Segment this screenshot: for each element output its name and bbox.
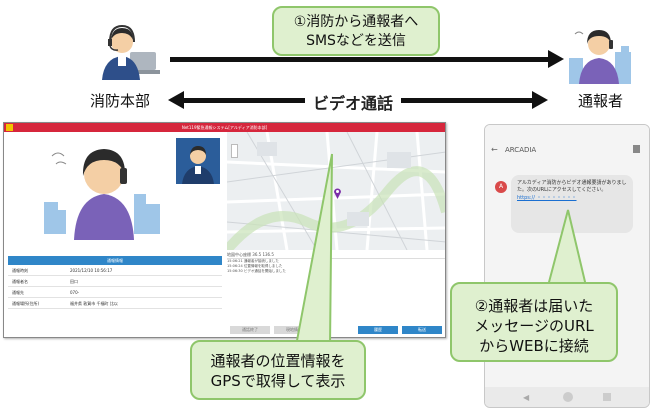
caller-figure	[565, 18, 635, 86]
app-logo	[6, 124, 13, 131]
row-value: 070-	[70, 290, 80, 295]
sms-line2: SMSなどを送信	[306, 33, 406, 49]
row-value: 2021/12/10 10:56:17	[70, 268, 113, 273]
url-callout-pointer	[546, 209, 588, 287]
location-value: 36.5 136.5	[252, 252, 274, 257]
nav-recent-icon[interactable]	[603, 393, 611, 401]
location-title: 地図中心座標	[227, 252, 251, 257]
url-line1: ②通報者は届いた	[474, 297, 594, 315]
map-view[interactable]	[223, 131, 445, 254]
trash-icon[interactable]	[633, 145, 640, 153]
operator-thumbnail	[176, 138, 220, 184]
row-value: 田口	[70, 279, 78, 284]
history-button[interactable]: 履歴	[358, 326, 398, 334]
row-key: 通報者名	[12, 279, 28, 284]
gps-callout: 通報者の位置情報を GPSで取得して表示	[190, 340, 366, 400]
table-row: 通報場所(住所) 福井県 敦賀市 千福町 比以	[8, 298, 222, 309]
sms-arrow-head	[548, 50, 564, 68]
row-key: 通報場所(住所)	[12, 301, 40, 306]
video-label: ビデオ通話	[305, 90, 402, 114]
transfer-button[interactable]: 転送	[402, 326, 442, 334]
row-value: 福井県 敦賀市 千福町 比以	[70, 301, 118, 306]
url-callout: ②通報者は届いた メッセージのURL からWEBに接続	[450, 282, 618, 362]
nav-back-icon[interactable]: ◀	[523, 393, 530, 402]
log-line: 15:06:30 ビデオ通話を開始しました	[227, 269, 286, 273]
video-arrow-head-left	[168, 91, 184, 109]
location-pin-icon	[333, 184, 342, 199]
sms-callout: ①消防から通報者へ SMSなどを送信	[272, 6, 440, 56]
sender-avatar: A	[495, 181, 507, 193]
phone-header-title: ARCADIA	[505, 146, 537, 154]
nav-home-icon[interactable]	[563, 392, 573, 402]
video-arrow-head-right	[532, 91, 548, 109]
gps-line2: GPSで取得して表示	[210, 372, 346, 390]
url-line2: メッセージのURL	[474, 317, 594, 335]
sms-message-bubble: アルカディア消防からビデオ通報要請がありました。次のURLにアクセスしてください…	[511, 175, 633, 233]
row-key: 通報先	[12, 290, 24, 295]
table-row: 通報先 070-	[8, 287, 222, 298]
log-line: 15:06:21 通報者が接続しました	[227, 259, 279, 263]
operator-figure	[92, 18, 162, 86]
left-label: 消防本部	[90, 92, 151, 110]
zoom-control[interactable]	[231, 144, 238, 158]
sms-line1: ①消防から通報者へ	[293, 14, 419, 30]
sms-message-text: アルカディア消防からビデオ通報要請がありました。次のURLにアクセスしてください…	[517, 180, 627, 193]
info-table: 通報情報 通報時刻 2021/12/10 10:56:17 通報者名 田口 通報…	[8, 256, 222, 309]
phone-nav-bar: ◀	[485, 387, 649, 407]
app-title-bar: Net119緊急通報システム[アルディア消防本部]	[4, 123, 445, 132]
right-label: 通報者	[578, 92, 624, 110]
info-header: 通報情報	[8, 256, 222, 265]
sms-link[interactable]: https:// ・・・・・・・・	[517, 195, 577, 201]
row-key: 通報時刻	[12, 268, 28, 273]
phone-header: ← ARCADIA	[485, 125, 649, 175]
operator-screen: Net119緊急通報システム[アルディア消防本部] 通報情報	[3, 122, 446, 338]
log-line: 15:06:24 位置情報を取得しました	[227, 264, 283, 268]
gps-line1: 通報者の位置情報を	[210, 352, 346, 370]
location-panel: 地図中心座標 36.5 136.5 15:06:21 通報者が接続しました 15…	[227, 251, 445, 311]
table-row: 通報者名 田口	[8, 276, 222, 287]
location-coord: 地図中心座標 36.5 136.5	[227, 251, 445, 259]
site-info-button[interactable]: 現地情報	[274, 326, 314, 334]
back-icon[interactable]: ←	[491, 145, 498, 154]
end-call-button[interactable]: 通話終了	[230, 326, 270, 334]
table-row: 通報時刻 2021/12/10 10:56:17	[8, 265, 222, 276]
caller-video-pane	[4, 132, 226, 240]
sms-arrow-line	[170, 57, 550, 62]
url-line3: からWEBに接続	[479, 337, 589, 355]
gps-callout-pointer	[294, 153, 333, 347]
